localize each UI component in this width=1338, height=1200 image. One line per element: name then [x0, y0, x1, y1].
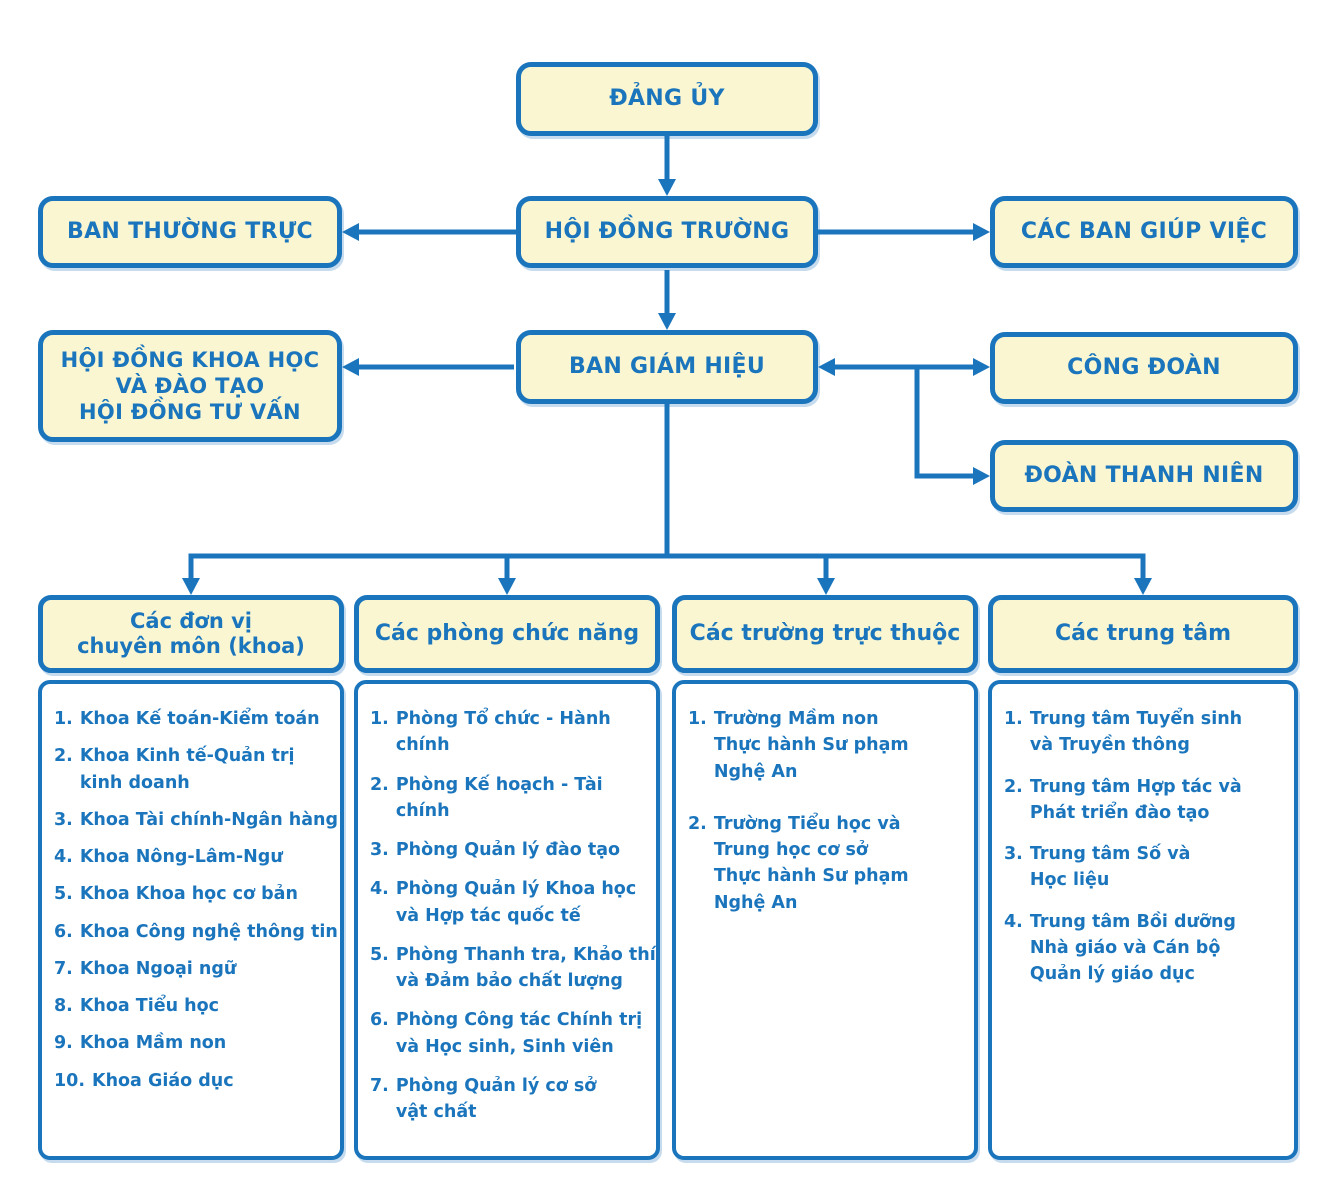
list-item-number: 2. [54, 746, 73, 767]
node-cong-doan: CÔNG ĐOÀN [990, 332, 1298, 404]
node-cong-doan-label: CÔNG ĐOÀN [1067, 355, 1221, 381]
list-item: 1. Trường Mầm non Thực hành Sư phạm Nghệ… [688, 706, 970, 785]
list-item-number: 4. [1004, 911, 1023, 932]
list-item: 8. Khoa Tiểu học [54, 993, 336, 1019]
list-item-number: 9. [54, 1033, 73, 1054]
list-item-text: Phòng Công tác Chính trị và Học sinh, Si… [395, 1010, 643, 1057]
list-item: 2. Khoa Kinh tế-Quản trị kinh doanh [54, 743, 336, 796]
list-item-text: Khoa Kinh tế-Quản trị kinh doanh [79, 746, 295, 793]
list-item-number: 1. [688, 709, 707, 729]
list-item-text: Phòng Kế hoạch - Tài chính [395, 774, 603, 821]
list-item-text: Khoa Tiểu học [79, 996, 219, 1016]
node-ban-giam-hieu: BAN GIÁM HIỆU [516, 330, 818, 404]
list-item-text: Trường Tiểu học và Trung học cơ sở Thực … [713, 813, 909, 913]
node-cac-ban-giup-viec: CÁC BAN GIÚP VIỆC [990, 196, 1298, 268]
list-item-text: Khoa Mầm non [79, 1033, 227, 1054]
list-item: 4. Phòng Quản lý Khoa học và Hợp tác quố… [370, 876, 652, 929]
node-hoi-dong-khoa-hoc: HỘI ĐỒNG KHOA HỌC VÀ ĐÀO TẠO HỘI ĐỒNG TƯ… [38, 330, 342, 442]
list-item: 2. Trường Tiểu học và Trung học cơ sở Th… [688, 811, 970, 916]
list-item-number: 7. [54, 958, 73, 979]
list-phong-chuc-nang: 1. Phòng Tổ chức - Hành chính 2. Phòng K… [354, 680, 660, 1160]
column-header-truong-truc-thuoc: Các trường trực thuộc [672, 595, 978, 673]
node-hoi-dong-truong-label: HỘI ĐỒNG TRƯỜNG [544, 219, 790, 245]
column-header-label: Các trường trực thuộc [689, 620, 961, 646]
list-don-vi-chuyen-mon: 1. Khoa Kế toán-Kiểm toán 2. Khoa Kinh t… [38, 680, 344, 1160]
list-item-text: Phòng Quản lý cơ sở vật chất [395, 1075, 597, 1122]
node-ban-giam-hieu-label: BAN GIÁM HIỆU [568, 354, 766, 380]
list-item-number: 2. [688, 813, 707, 834]
column-header-label: Các phòng chức năng [374, 620, 640, 646]
list-item: 3. Khoa Tài chính-Ngân hàng [54, 807, 339, 833]
node-dang-uy-label: ĐẢNG ỦY [609, 86, 725, 112]
node-ban-thuong-truc: BAN THƯỜNG TRỰC [38, 196, 342, 268]
list-item-number: 2. [1004, 776, 1023, 797]
list-item-text: Trung tâm Bồi dưỡng Nhà giáo và Cán bộ Q… [1029, 911, 1236, 985]
list-item-number: 3. [1004, 844, 1023, 864]
list-item-number: 5. [54, 884, 73, 905]
list-item-text: Trung tâm Hợp tác và Phát triển đào tạo [1029, 776, 1242, 823]
list-item-text: Khoa Nông-Lâm-Ngư [79, 847, 283, 867]
list-item: 5. Phòng Thanh tra, Khảo thí và Đảm bảo … [370, 942, 656, 995]
column-header-phong-chuc-nang: Các phòng chức năng [354, 595, 660, 673]
list-item-number: 10. [54, 1070, 86, 1091]
node-doan-thanh-nien-label: ĐOÀN THANH NIÊN [1024, 463, 1264, 489]
list-item: 5. Khoa Khoa học cơ bản [54, 881, 336, 907]
list-item: 3. Trung tâm Số và Học liệu [1004, 841, 1290, 894]
list-item-text: Phòng Quản lý đào tạo [395, 840, 621, 860]
list-item-number: 3. [54, 809, 73, 830]
column-header-label: Các đơn vị chuyên môn (khoa) [77, 608, 305, 658]
list-item: 7. Khoa Ngoại ngữ [54, 956, 336, 982]
list-item: 1. Trung tâm Tuyển sinh và Truyền thông [1004, 706, 1290, 759]
list-item-text: Khoa Kế toán-Kiểm toán [79, 709, 320, 729]
list-item-text: Phòng Thanh tra, Khảo thí và Đảm bảo chấ… [395, 944, 656, 991]
list-item-number: 8. [54, 996, 73, 1016]
list-item-number: 6. [54, 921, 73, 942]
list-item-text: Khoa Công nghệ thông tin [79, 921, 338, 942]
list-item-number: 1. [1004, 709, 1023, 729]
node-cac-ban-giup-viec-label: CÁC BAN GIÚP VIỆC [1020, 219, 1268, 245]
list-item-text: Trung tâm Số và Học liệu [1029, 844, 1191, 891]
list-item-text: Phòng Tổ chức - Hành chính [395, 709, 611, 756]
list-item: 9. Khoa Mầm non [54, 1030, 336, 1056]
node-hoi-dong-khoa-hoc-label: HỘI ĐỒNG KHOA HỌC VÀ ĐÀO TẠO HỘI ĐỒNG TƯ… [60, 347, 320, 425]
list-item: 1. Phòng Tổ chức - Hành chính [370, 706, 652, 759]
list-item-number: 6. [370, 1010, 389, 1031]
list-item: 2. Trung tâm Hợp tác và Phát triển đào t… [1004, 774, 1290, 827]
node-dang-uy: ĐẢNG ỦY [516, 62, 818, 136]
list-item-text: Trường Mầm non Thực hành Sư phạm Nghệ An [713, 709, 909, 782]
list-item: 7. Phòng Quản lý cơ sở vật chất [370, 1073, 652, 1126]
list-item-number: 4. [54, 847, 73, 867]
list-item-number: 1. [54, 709, 73, 729]
list-item-text: Phòng Quản lý Khoa học và Hợp tác quốc t… [395, 879, 637, 926]
column-header-trung-tam: Các trung tâm [988, 595, 1298, 673]
list-item-number: 2. [370, 774, 389, 795]
node-ban-thuong-truc-label: BAN THƯỜNG TRỰC [67, 219, 313, 245]
list-item-text: Khoa Tài chính-Ngân hàng [79, 809, 339, 830]
list-item: 1. Khoa Kế toán-Kiểm toán [54, 706, 336, 732]
list-item: 6. Phòng Công tác Chính trị và Học sinh,… [370, 1007, 652, 1060]
list-item-number: 4. [370, 879, 389, 900]
list-item: 4. Trung tâm Bồi dưỡng Nhà giáo và Cán b… [1004, 909, 1290, 988]
list-item: 6. Khoa Công nghệ thông tin [54, 919, 338, 945]
list-item: 3. Phòng Quản lý đào tạo [370, 837, 652, 863]
list-item-number: 7. [370, 1075, 389, 1096]
list-item-text: Khoa Khoa học cơ bản [79, 884, 298, 905]
node-hoi-dong-truong: HỘI ĐỒNG TRƯỜNG [516, 196, 818, 268]
column-header-label: Các trung tâm [1054, 620, 1232, 646]
list-item: 10. Khoa Giáo dục [54, 1068, 336, 1094]
list-item: 4. Khoa Nông-Lâm-Ngư [54, 844, 336, 870]
list-item-text: Khoa Giáo dục [92, 1070, 234, 1091]
list-item-number: 3. [370, 840, 389, 860]
list-item-text: Khoa Ngoại ngữ [79, 958, 237, 979]
column-header-don-vi-chuyen-mon: Các đơn vị chuyên môn (khoa) [38, 595, 344, 673]
list-truong-truc-thuoc: 1. Trường Mầm non Thực hành Sư phạm Nghệ… [672, 680, 978, 1160]
list-item-number: 1. [370, 709, 389, 729]
list-item: 2. Phòng Kế hoạch - Tài chính [370, 772, 652, 825]
list-trung-tam: 1. Trung tâm Tuyển sinh và Truyền thông … [988, 680, 1298, 1160]
list-item-number: 5. [370, 944, 389, 965]
node-doan-thanh-nien: ĐOÀN THANH NIÊN [990, 440, 1298, 512]
list-item-text: Trung tâm Tuyển sinh và Truyền thông [1029, 709, 1243, 756]
